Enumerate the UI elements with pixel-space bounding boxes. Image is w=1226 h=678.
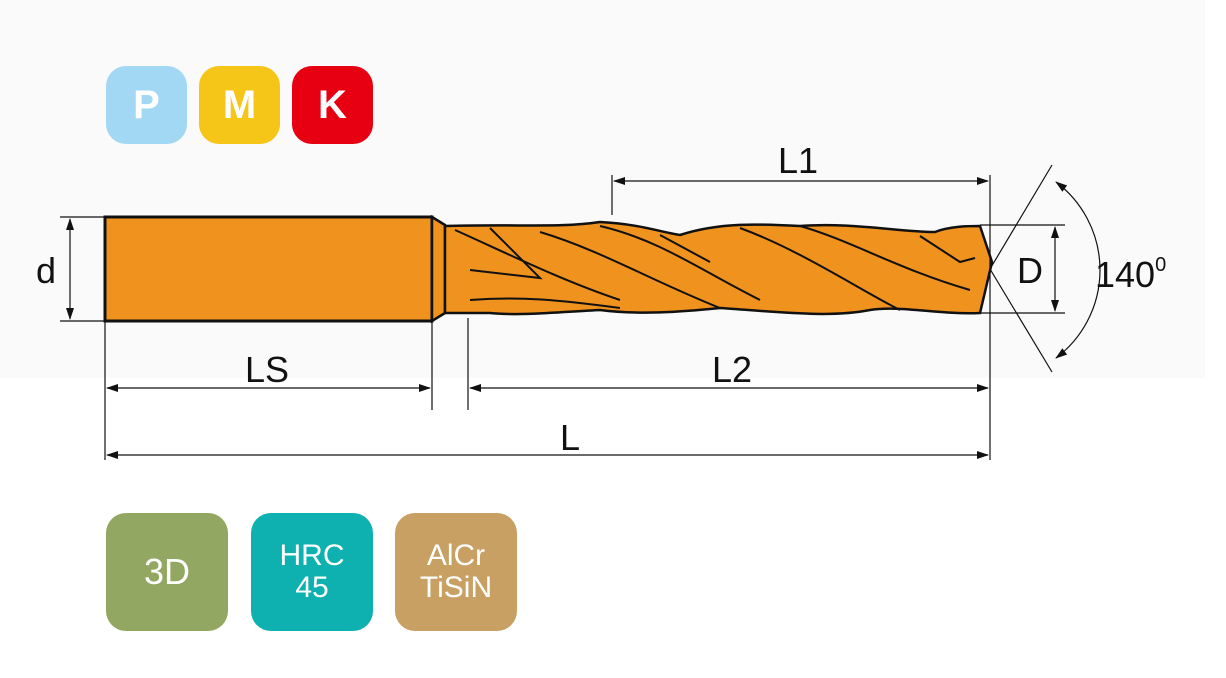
label-d: d <box>36 250 56 291</box>
flute-body <box>443 220 994 316</box>
neck <box>430 214 447 324</box>
property-label: AlCr <box>426 539 486 572</box>
property-value: 45 <box>295 571 329 604</box>
material-badge-m: M <box>199 66 280 144</box>
material-label: P <box>133 82 160 127</box>
label-l1: L1 <box>778 140 818 181</box>
material-label: K <box>318 82 347 127</box>
material-badge-k: K <box>292 66 373 144</box>
property-badge-depth: 3D <box>106 513 228 631</box>
drill-tool <box>103 214 994 324</box>
shank <box>103 215 434 323</box>
label-l2: L2 <box>712 349 752 390</box>
material-label: M <box>222 82 257 127</box>
property-value: TiSiN <box>419 571 493 604</box>
label-l: L <box>560 417 580 458</box>
material-badge-p: P <box>106 66 187 144</box>
dimension-lines <box>60 164 1101 460</box>
label-angle: 1400 <box>1095 254 1166 295</box>
property-label: HRC <box>279 539 345 572</box>
label-D: D <box>1017 250 1043 291</box>
label-ls: LS <box>245 349 289 390</box>
property-label: 3D <box>143 551 191 592</box>
